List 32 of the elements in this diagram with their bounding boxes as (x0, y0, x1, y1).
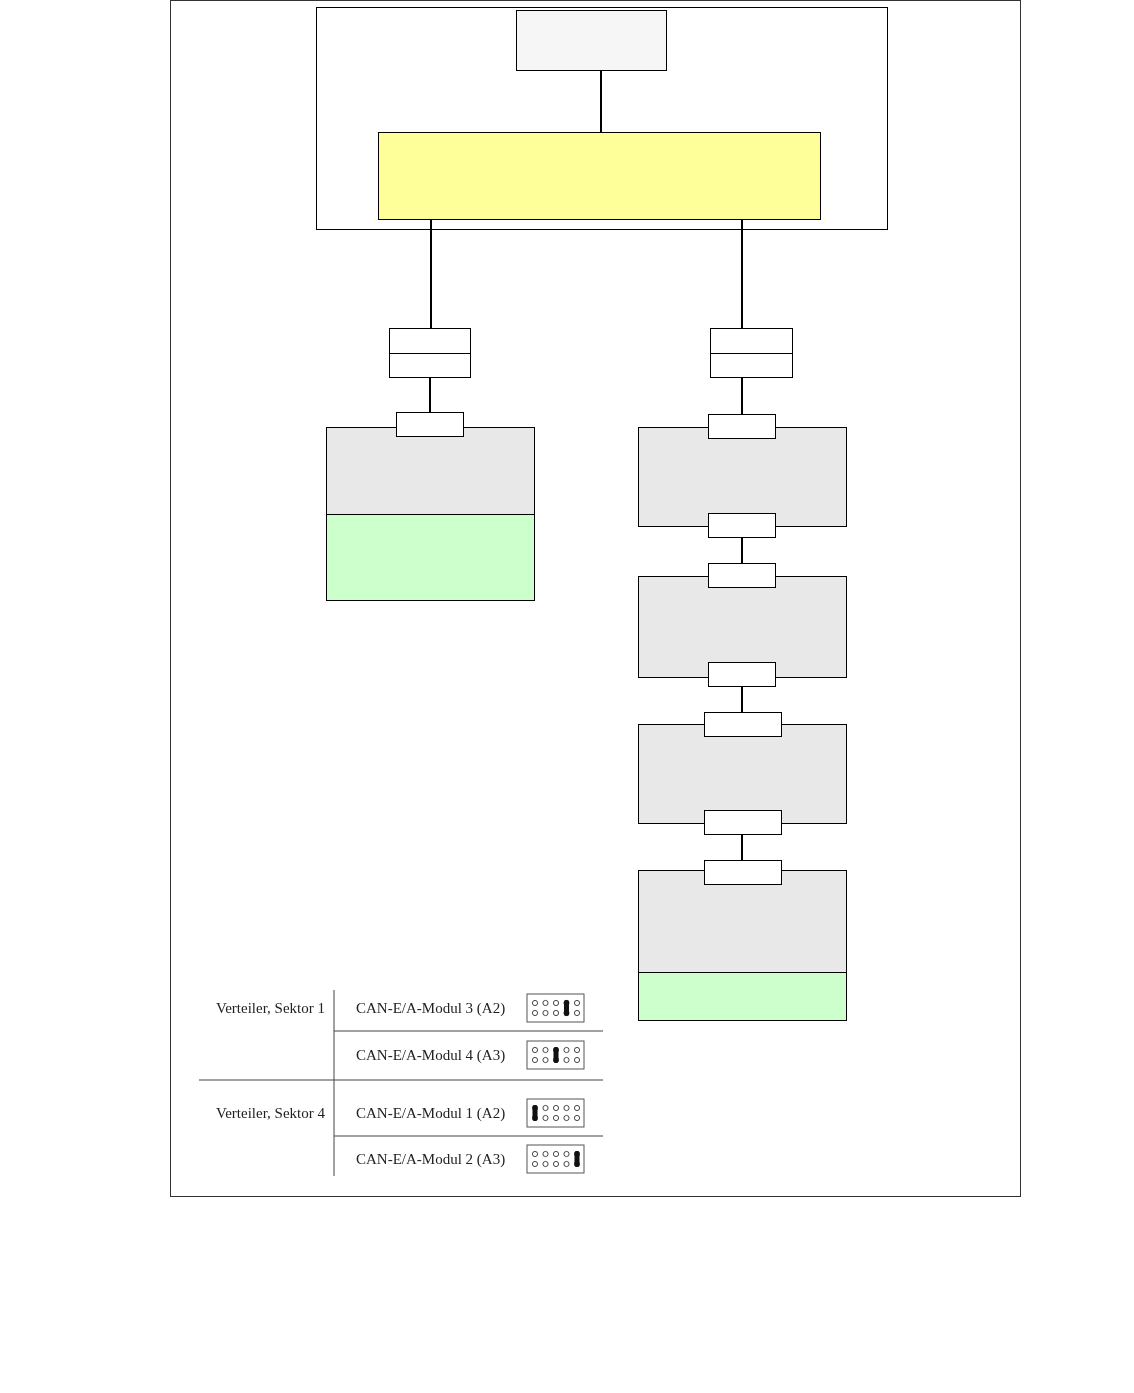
port-tab (704, 712, 782, 737)
device-box (515, 9, 667, 71)
controller-box (377, 131, 821, 220)
module-label: CAN-E/A-Modul 3 (A2) (356, 999, 506, 1017)
port-tab (708, 414, 776, 439)
connector-line (429, 377, 431, 413)
module-label: CAN-E/A-Modul 1 (A2) (356, 1104, 506, 1122)
module-label: CAN-E/A-Modul 2 (A3) (356, 1150, 506, 1168)
connector-line (741, 537, 743, 564)
module-box (638, 427, 847, 527)
port-tab (708, 563, 776, 588)
port-tab (708, 513, 776, 538)
connector-block (389, 328, 471, 378)
connector-line (741, 686, 743, 713)
connector-line (600, 70, 602, 133)
module-label: CAN-E/A-Modul 4 (A3) (356, 1046, 506, 1064)
port-tab (704, 860, 782, 885)
module-box (638, 870, 847, 1021)
module-box (326, 427, 535, 601)
connector-line (741, 377, 743, 415)
sector-label: Verteiler, Sektor 1 (216, 999, 325, 1017)
enclosure-box (316, 7, 888, 230)
module-box (638, 724, 847, 824)
connector-line (741, 219, 743, 329)
connector-block (710, 328, 793, 378)
sector-label: Verteiler, Sektor 4 (216, 1104, 325, 1122)
connector-line (741, 834, 743, 861)
connector-line (430, 219, 432, 329)
port-tab (708, 662, 776, 687)
port-tab (396, 412, 464, 437)
module-box (638, 576, 847, 678)
port-tab (704, 810, 782, 835)
